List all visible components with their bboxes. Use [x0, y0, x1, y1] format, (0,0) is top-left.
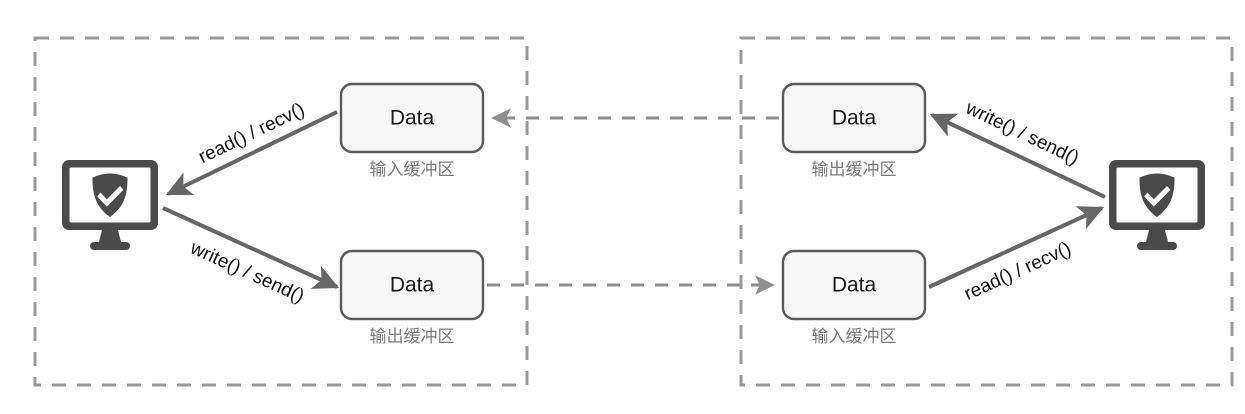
right-read-arrow: [928, 206, 1105, 289]
host-right-device[interactable]: [1109, 160, 1205, 250]
secure-monitor-icon: [1109, 160, 1205, 250]
left-read-arrow: [165, 110, 338, 196]
host-right-frame: [739, 36, 1234, 387]
right-input-buffer[interactable]: Data 输入缓冲区: [781, 249, 927, 347]
right-input-buffer-caption: 输入缓冲区: [812, 327, 897, 347]
right-input-buffer-box: [781, 249, 927, 321]
right-output-buffer-text: Data: [832, 107, 877, 130]
left-output-buffer-caption: 输出缓冲区: [370, 327, 455, 347]
left-output-buffer[interactable]: Data 输出缓冲区: [339, 249, 485, 347]
right-output-buffer[interactable]: Data 输出缓冲区: [781, 82, 927, 180]
left-input-buffer-box: [339, 82, 485, 154]
left-input-buffer[interactable]: Data 输入缓冲区: [339, 82, 485, 180]
left-input-buffer-text: Data: [390, 107, 435, 130]
right-output-buffer-caption: 输出缓冲区: [812, 160, 897, 180]
host-left-device[interactable]: [62, 160, 158, 250]
left-write-arrow: [162, 206, 340, 289]
left-output-buffer-text: Data: [390, 274, 435, 297]
host-left-frame: [33, 36, 529, 387]
left-input-buffer-caption: 输入缓冲区: [370, 160, 455, 180]
right-write-arrow: [929, 113, 1106, 199]
secure-monitor-icon: [62, 160, 158, 250]
right-input-buffer-text: Data: [832, 274, 877, 297]
right-output-buffer-box: [781, 82, 927, 154]
left-output-buffer-box: [339, 249, 485, 321]
